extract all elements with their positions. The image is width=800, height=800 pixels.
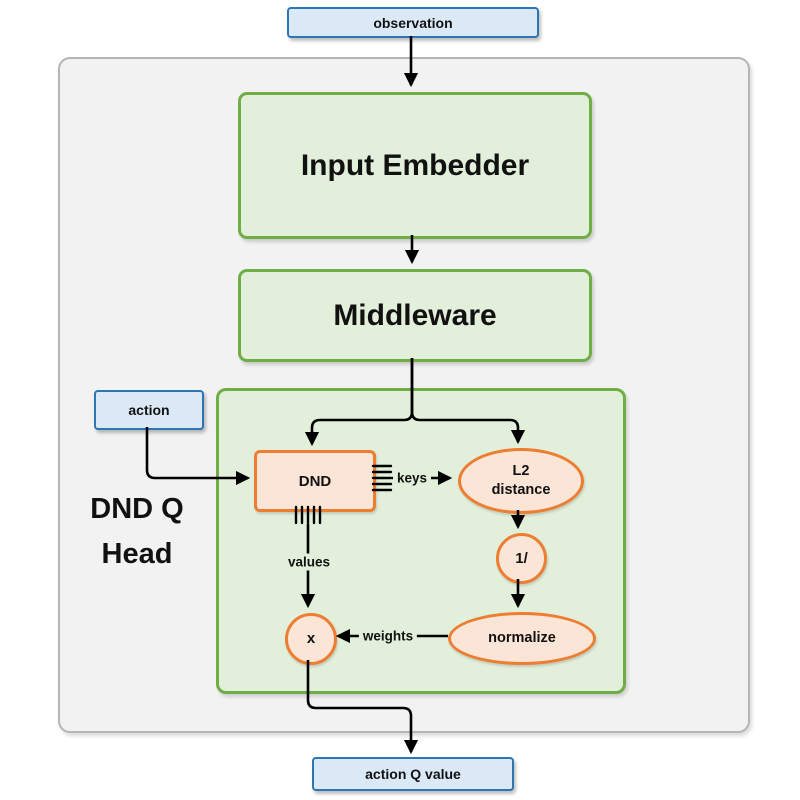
node-reciprocal: 1/ [496, 533, 547, 584]
edge-label-weights: weights [358, 627, 418, 645]
node-dnd: DND [254, 450, 376, 512]
node-l2-distance-label: L2 distance [492, 462, 551, 500]
dnd-q-head-title-line2: Head [101, 537, 173, 570]
node-multiply-label: x [306, 630, 316, 648]
node-dnd-label: DND [298, 472, 332, 490]
edge-label-values: values [283, 553, 335, 571]
node-input-embedder: Input Embedder [238, 92, 592, 239]
node-l2-line2: distance [491, 482, 551, 498]
node-observation: observation [287, 7, 539, 38]
node-action-q-value: action Q value [312, 757, 514, 791]
node-observation-label: observation [373, 14, 453, 31]
node-normalize-label: normalize [488, 630, 556, 647]
node-l2-line1: L2 [512, 463, 530, 480]
node-action: action [94, 390, 204, 430]
node-l2-distance: L2 distance [458, 448, 584, 514]
edge-label-keys: keys [392, 469, 432, 487]
node-input-embedder-label: Input Embedder [300, 148, 530, 182]
node-normalize: normalize [448, 612, 596, 665]
node-multiply: x [285, 613, 337, 665]
node-middleware-label: Middleware [333, 298, 497, 332]
node-action-q-value-label: action Q value [365, 766, 461, 782]
node-middleware: Middleware [238, 269, 592, 362]
dnd-q-head-title-line1: DND Q [90, 493, 184, 525]
node-action-label: action [128, 402, 170, 418]
dnd-q-head-title: DND Q Head [52, 487, 222, 577]
node-reciprocal-label: 1/ [515, 549, 528, 567]
